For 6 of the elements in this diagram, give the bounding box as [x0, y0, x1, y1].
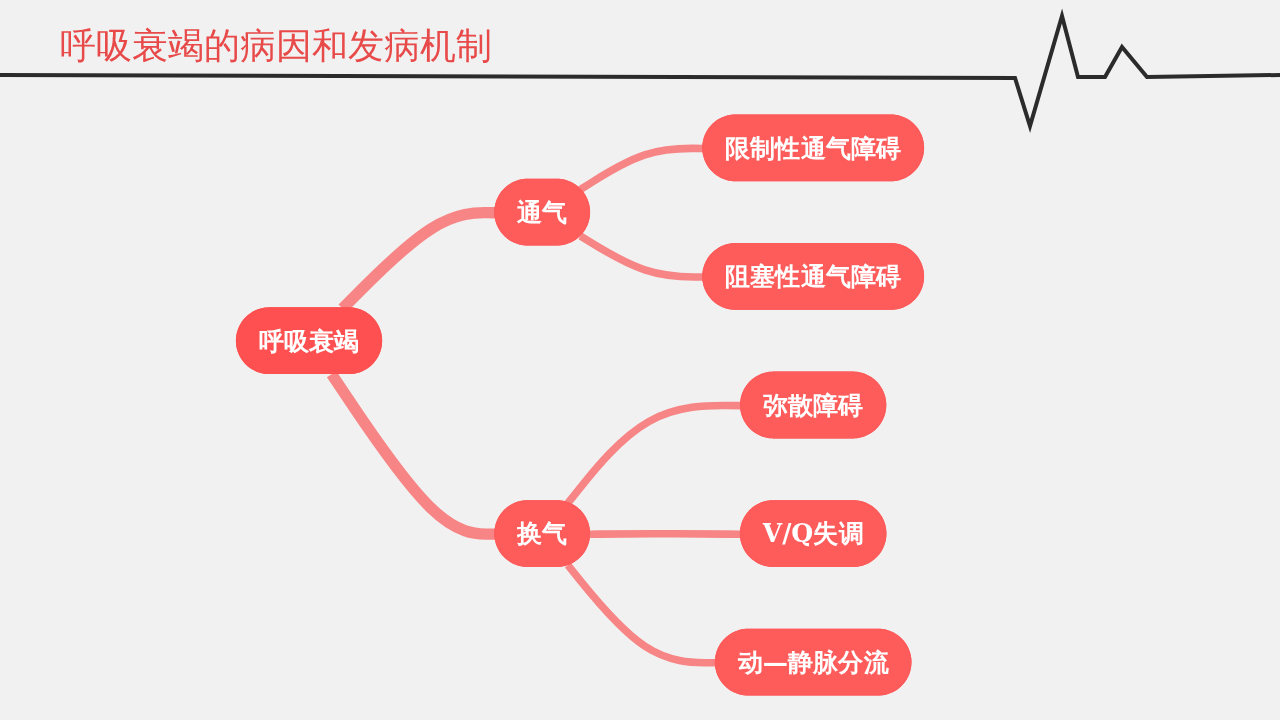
connector: [578, 232, 704, 281]
connector: [564, 562, 717, 667]
connector: [578, 144, 704, 193]
slide-title: 呼吸衰竭的病因和发病机制: [60, 24, 492, 68]
connector: [564, 401, 742, 506]
connector: [590, 530, 742, 538]
